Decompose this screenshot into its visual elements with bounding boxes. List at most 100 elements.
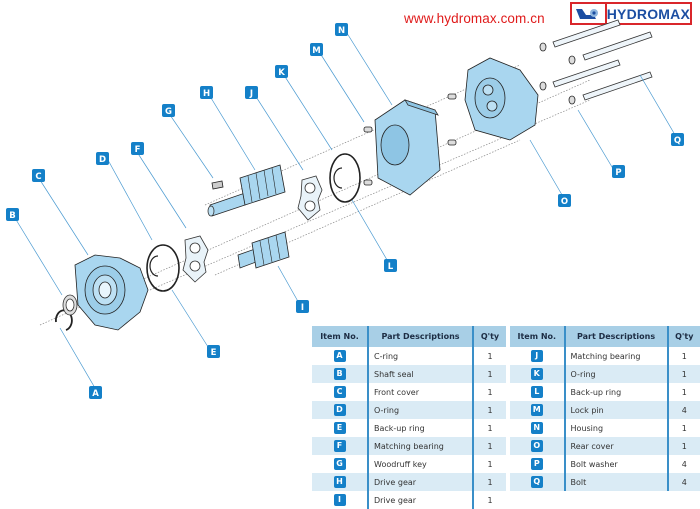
- part-description-cell: Rear cover: [564, 437, 669, 455]
- label-f: F: [131, 142, 144, 155]
- item-no-cell: P: [510, 455, 566, 473]
- header-qty: Q'ty: [667, 326, 700, 347]
- part-labels: A B C D E F G H I J K L M N O P Q: [6, 23, 684, 399]
- item-no-cell: K: [510, 365, 566, 383]
- part-description-cell: Back-up ring: [564, 383, 669, 401]
- qty-cell: 1: [487, 387, 493, 397]
- part-description-cell: O-ring: [564, 365, 669, 383]
- part-description-cell: Bolt washer: [564, 455, 669, 473]
- svg-text:I: I: [301, 303, 304, 313]
- svg-text:Q: Q: [674, 136, 681, 146]
- qty-cell: 4: [667, 473, 700, 491]
- item-badge: F: [333, 440, 346, 452]
- header-part-descriptions: Part Descriptions: [564, 326, 669, 347]
- part-description-cell: Bolt: [564, 473, 669, 491]
- shaft-seal-part: [62, 294, 78, 316]
- brand-logo: HYDROMAX: [570, 2, 692, 25]
- bolt-washer-parts: [539, 42, 576, 105]
- svg-text:F: F: [135, 145, 141, 155]
- item-no-cell: D: [312, 401, 369, 419]
- lock-pin-parts: [363, 93, 457, 186]
- qty-cell: 1: [473, 365, 506, 383]
- label-g: G: [162, 104, 175, 117]
- item-badge: B: [333, 368, 346, 380]
- qty-cell: 4: [667, 401, 700, 419]
- item-badge: N: [530, 422, 543, 434]
- brand-name: HYDROMAX: [606, 5, 690, 22]
- qty-cell: 1: [681, 351, 687, 361]
- item-no-cell: L: [510, 383, 566, 401]
- svg-text:E: E: [211, 348, 217, 358]
- part-description-cell: C-ring: [368, 347, 474, 365]
- label-k: K: [275, 65, 288, 78]
- item-badge: J: [530, 350, 543, 362]
- part-description-cell: Drive gear: [368, 473, 474, 491]
- part-description-cell: Woodruff key: [368, 455, 474, 473]
- item-no-cell: E: [312, 419, 369, 437]
- item-badge: L: [530, 386, 543, 398]
- logo-emblem-icon: [572, 4, 607, 23]
- item-badge: O: [530, 440, 543, 452]
- o-ring-rear-part: [329, 153, 361, 203]
- item-no-cell: C: [312, 383, 369, 401]
- svg-text:M: M: [312, 46, 320, 56]
- label-d: D: [96, 152, 109, 165]
- matching-bearing-front-part: [182, 235, 209, 283]
- item-no-cell: I: [312, 491, 369, 509]
- svg-text:H: H: [203, 89, 210, 99]
- header-item-no: Item No.: [312, 326, 369, 347]
- website-url[interactable]: www.hydromax.com.cn: [404, 11, 545, 26]
- header-item-no: Item No.: [510, 326, 566, 347]
- qty-cell: 1: [667, 365, 700, 383]
- item-no-cell: Q: [510, 473, 566, 491]
- item-no-cell: F: [312, 437, 369, 455]
- part-description-cell: Lock pin: [564, 401, 669, 419]
- part-description-cell: O-ring: [368, 401, 474, 419]
- header-part-descriptions: Part Descriptions: [368, 326, 474, 347]
- leader-lines: [14, 29, 679, 389]
- item-no-cell: B: [312, 365, 369, 383]
- item-badge: H: [333, 476, 346, 488]
- driven-gear-part: [237, 231, 290, 269]
- item-badge: A: [333, 350, 346, 362]
- matching-bearing-rear-part: [297, 175, 323, 221]
- table-header-row: Item No. Part Descriptions Q'ty: [510, 326, 700, 347]
- item-badge: I: [333, 494, 346, 506]
- label-i: I: [296, 300, 309, 313]
- svg-text:D: D: [99, 155, 106, 165]
- header-qty: Q'ty: [473, 326, 506, 347]
- qty-cell: 1: [681, 423, 687, 433]
- parts-table-right: Item No. Part Descriptions Q'ty J Matchin…: [510, 326, 700, 491]
- svg-text:B: B: [9, 211, 15, 221]
- part-description-cell: Drive gear: [368, 491, 474, 509]
- qty-cell: 1: [487, 423, 493, 433]
- svg-text:C: C: [35, 172, 41, 182]
- svg-text:K: K: [278, 68, 285, 78]
- label-e: E: [207, 345, 220, 358]
- label-m: M: [310, 43, 323, 56]
- qty-cell: 1: [667, 437, 700, 455]
- item-badge: P: [530, 458, 543, 470]
- label-l: L: [384, 259, 397, 272]
- svg-text:O: O: [561, 197, 568, 207]
- part-description-cell: Matching bearing: [564, 347, 669, 365]
- item-badge: C: [333, 386, 346, 398]
- item-no-cell: A: [312, 347, 369, 365]
- part-description-cell: Shaft seal: [368, 365, 474, 383]
- qty-cell: 1: [473, 437, 506, 455]
- o-ring-front-part: [146, 244, 180, 292]
- part-description-cell: Matching bearing: [368, 437, 474, 455]
